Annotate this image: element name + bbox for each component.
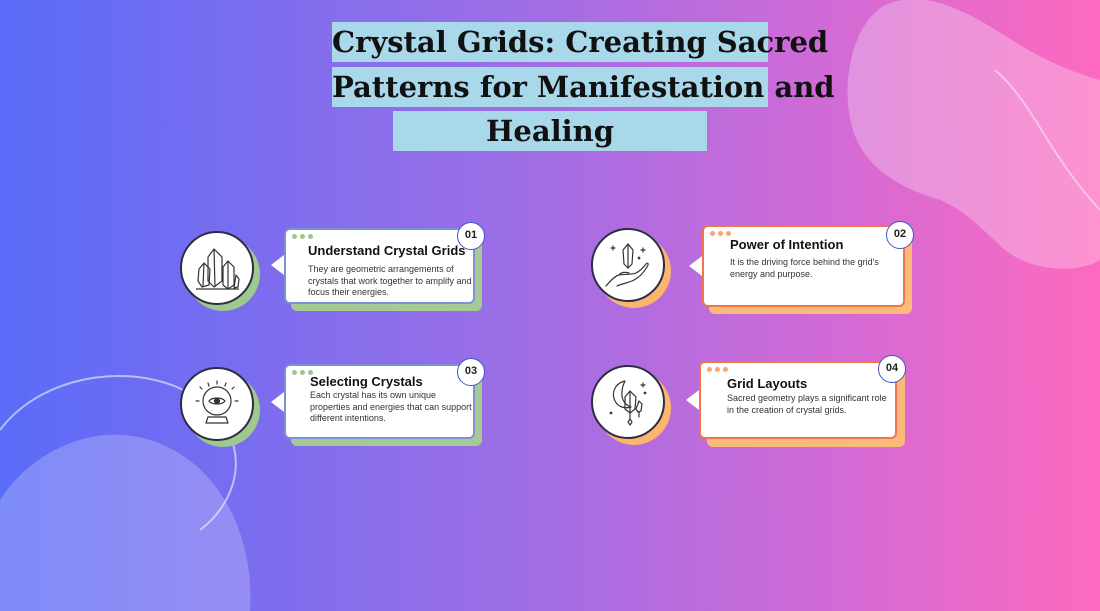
background-blob-top-right	[847, 0, 1100, 269]
crystal-ball-icon-circle	[180, 367, 254, 441]
card-title: Power of Intention	[730, 237, 844, 252]
card-number-badge: 03	[457, 358, 485, 386]
card-description: Sacred geometry plays a significant role…	[727, 393, 887, 415]
card-title: Selecting Crystals	[310, 374, 423, 389]
card-number-badge: 01	[457, 222, 485, 250]
card-title: Understand Crystal Grids	[308, 243, 466, 258]
card-understand-crystal-grids: Understand Crystal Grids They are geomet…	[271, 222, 485, 314]
hand-crystal-icon	[605, 243, 649, 287]
card-title: Grid Layouts	[727, 376, 808, 391]
card-dots	[710, 231, 731, 236]
moon-crystal-icon	[609, 380, 647, 426]
page-title-line-3: Healing	[393, 111, 707, 151]
card-description: They are geometric arrangements of cryst…	[308, 264, 472, 297]
card-power-of-intention: Power of Intention It is the driving for…	[689, 221, 914, 315]
page-title-line-1: Crystal Grids: Creating Sacred	[332, 22, 828, 62]
card-selecting-crystals: Selecting Crystals Each crystal has its …	[271, 358, 485, 448]
card-description: It is the driving force behind the grid'…	[730, 257, 879, 279]
card-number-badge: 02	[886, 221, 914, 249]
card-dots	[292, 370, 313, 375]
crystal-cluster-icon	[196, 248, 240, 290]
card-number-badge: 04	[878, 355, 906, 383]
card-grid-layouts: Grid Layouts Sacred geometry plays a sig…	[686, 355, 907, 449]
moon-crystal-icon-circle	[591, 365, 665, 439]
card-description: Each crystal has its own unique properti…	[310, 390, 472, 423]
page-title-line-2: Patterns for Manifestation and	[332, 67, 835, 107]
card-dots	[292, 234, 313, 239]
crystal-ball-icon	[195, 380, 239, 424]
hand-crystal-icon-circle	[591, 228, 665, 302]
crystal-cluster-icon-circle	[180, 231, 254, 305]
card-dots	[707, 367, 728, 372]
